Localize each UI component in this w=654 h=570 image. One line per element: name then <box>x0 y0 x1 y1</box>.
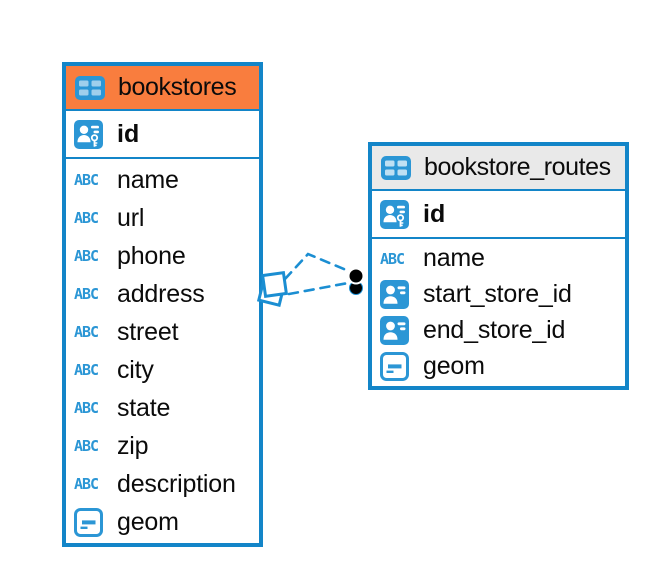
reference-id-icon <box>380 280 414 310</box>
column-row-start-store-id[interactable]: start_store_id <box>372 277 625 313</box>
table-icon <box>381 155 415 180</box>
connector-diamond-marker <box>256 270 289 308</box>
text-type-icon: ABC <box>74 171 99 189</box>
text-type-icon: ABC <box>74 361 99 379</box>
connector-dot-marker <box>347 267 365 295</box>
text-type-icon: ABC <box>74 323 99 341</box>
primary-key-name: id <box>423 199 446 228</box>
table-header-bookstore-routes[interactable]: bookstore_routes <box>372 146 625 191</box>
column-row-phone[interactable]: ABC phone <box>74 241 186 270</box>
column-row-url[interactable]: ABC url <box>74 203 145 232</box>
column-row-city[interactable]: ABC city <box>74 355 154 384</box>
column-row-name[interactable]: ABC name <box>74 165 179 194</box>
geometry-type-icon <box>74 507 108 537</box>
geometry-type-icon <box>380 351 414 381</box>
relationship-connector[interactable] <box>248 236 378 324</box>
column-row-address[interactable]: ABC address <box>74 279 205 308</box>
text-type-icon: ABC <box>74 475 99 493</box>
column-row-primary-key[interactable]: id <box>372 191 625 239</box>
relationship-line-upper <box>283 252 353 281</box>
primary-key-icon <box>74 119 108 149</box>
text-type-icon: ABC <box>74 247 99 265</box>
text-type-icon: ABC <box>74 399 99 417</box>
text-type-icon: ABC <box>74 209 99 227</box>
column-row-zip[interactable]: ABC zip <box>74 431 149 460</box>
table-title: bookstores <box>118 73 237 101</box>
text-type-icon: ABC <box>380 249 405 268</box>
reference-id-icon <box>380 315 414 345</box>
primary-key-name: id <box>117 119 140 148</box>
column-row-name[interactable]: ABC name <box>380 244 485 273</box>
column-row-geom[interactable]: geom <box>66 503 259 541</box>
column-row-geom[interactable]: geom <box>372 348 625 384</box>
table-title: bookstore_routes <box>424 153 611 181</box>
table-header-bookstores[interactable]: bookstores <box>66 66 259 111</box>
relationship-line-lower <box>287 281 350 296</box>
column-row-state[interactable]: ABC state <box>74 393 171 422</box>
entity-table-bookstores[interactable]: bookstores id ABC name <box>62 62 263 547</box>
column-row-description[interactable]: ABC description <box>74 469 236 498</box>
table-icon <box>75 75 109 100</box>
column-row-street[interactable]: ABC street <box>74 317 179 346</box>
entity-table-bookstore-routes[interactable]: bookstore_routes id ABC name <box>368 142 629 390</box>
column-row-end-store-id[interactable]: end_store_id <box>372 313 625 349</box>
column-list: ABC name start_store_id <box>372 239 625 386</box>
primary-key-icon <box>380 199 414 229</box>
text-type-icon: ABC <box>74 437 99 455</box>
column-list: ABC name ABC url ABC phone ABC address A… <box>66 159 259 543</box>
text-type-icon: ABC <box>74 285 99 303</box>
column-row-primary-key[interactable]: id <box>66 111 259 159</box>
